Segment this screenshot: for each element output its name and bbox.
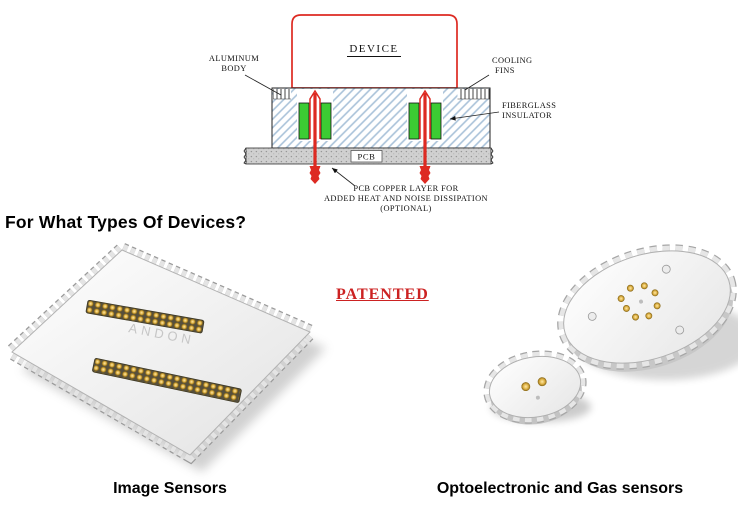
chip-top-face — [11, 249, 311, 456]
copper-layer-label: ADDED HEAT AND NOISE DISSIPATION — [324, 194, 488, 203]
pcb-label: PCB — [357, 152, 375, 162]
aluminum-body-label: ALUMINUM — [209, 54, 259, 63]
sensor-large-top — [563, 250, 731, 364]
cooling-fins-right — [457, 89, 490, 99]
gold-contacts — [617, 282, 661, 321]
caption-opto-gas-sensors: Optoelectronic and Gas sensors — [436, 480, 684, 497]
aluminum-body-label: BODY — [221, 64, 246, 73]
callout-fiberglass-insulator: FIBERGLASS INSULATOR — [449, 101, 556, 121]
fiberglass-insulator-label: INSULATOR — [502, 111, 552, 120]
mounting-cross-section-diagram: DEVICE PCB — [209, 14, 556, 213]
pin-header-upper — [85, 299, 205, 334]
pcb-band: PCB — [243, 147, 494, 165]
mounting-slot-left — [297, 89, 333, 184]
sensor-small-top — [488, 355, 582, 419]
cooling-fins-label: COOLING — [492, 56, 532, 65]
screw-holes — [587, 264, 685, 335]
fiberglass-insulator-block — [320, 102, 332, 140]
sensor-large — [557, 244, 737, 372]
fiberglass-insulator-block — [408, 102, 420, 140]
screw-thread — [309, 166, 321, 184]
device-label: DEVICE — [349, 43, 398, 55]
section-heading: For What Types Of Devices? — [5, 212, 247, 232]
callout-copper-layer: PCB COPPER LAYER FOR ADDED HEAT AND NOIS… — [324, 167, 488, 213]
device-outline: DEVICE — [291, 14, 458, 89]
callout-cooling-fins: COOLING FINS — [464, 56, 532, 91]
gold-contacts — [521, 377, 547, 400]
screw-thread — [419, 166, 431, 184]
spring-clip — [419, 89, 431, 139]
callout-aluminum-body: ALUMINUM BODY — [209, 54, 282, 96]
caption-image-sensors: Image Sensors — [113, 480, 227, 497]
cooling-fins-left — [273, 89, 291, 99]
spring-clip — [309, 89, 321, 139]
copper-layer-label: PCB COPPER LAYER FOR — [353, 184, 458, 193]
cooling-fins-label: FINS — [495, 66, 515, 75]
copper-layer-label: (OPTIONAL) — [380, 204, 431, 213]
fiberglass-insulator-block — [430, 102, 442, 140]
mounting-slot-right — [407, 89, 443, 184]
pin-header-lower — [92, 358, 242, 403]
sensor-small — [483, 350, 587, 425]
image-sensor-chip-illustration: ANDON — [0, 241, 326, 472]
patented-stamp: PATENTED — [336, 286, 429, 303]
fiberglass-insulator-label: FIBERGLASS — [502, 101, 556, 110]
fiberglass-insulator-block — [298, 102, 310, 140]
opto-gas-sensors-illustration — [483, 244, 738, 425]
